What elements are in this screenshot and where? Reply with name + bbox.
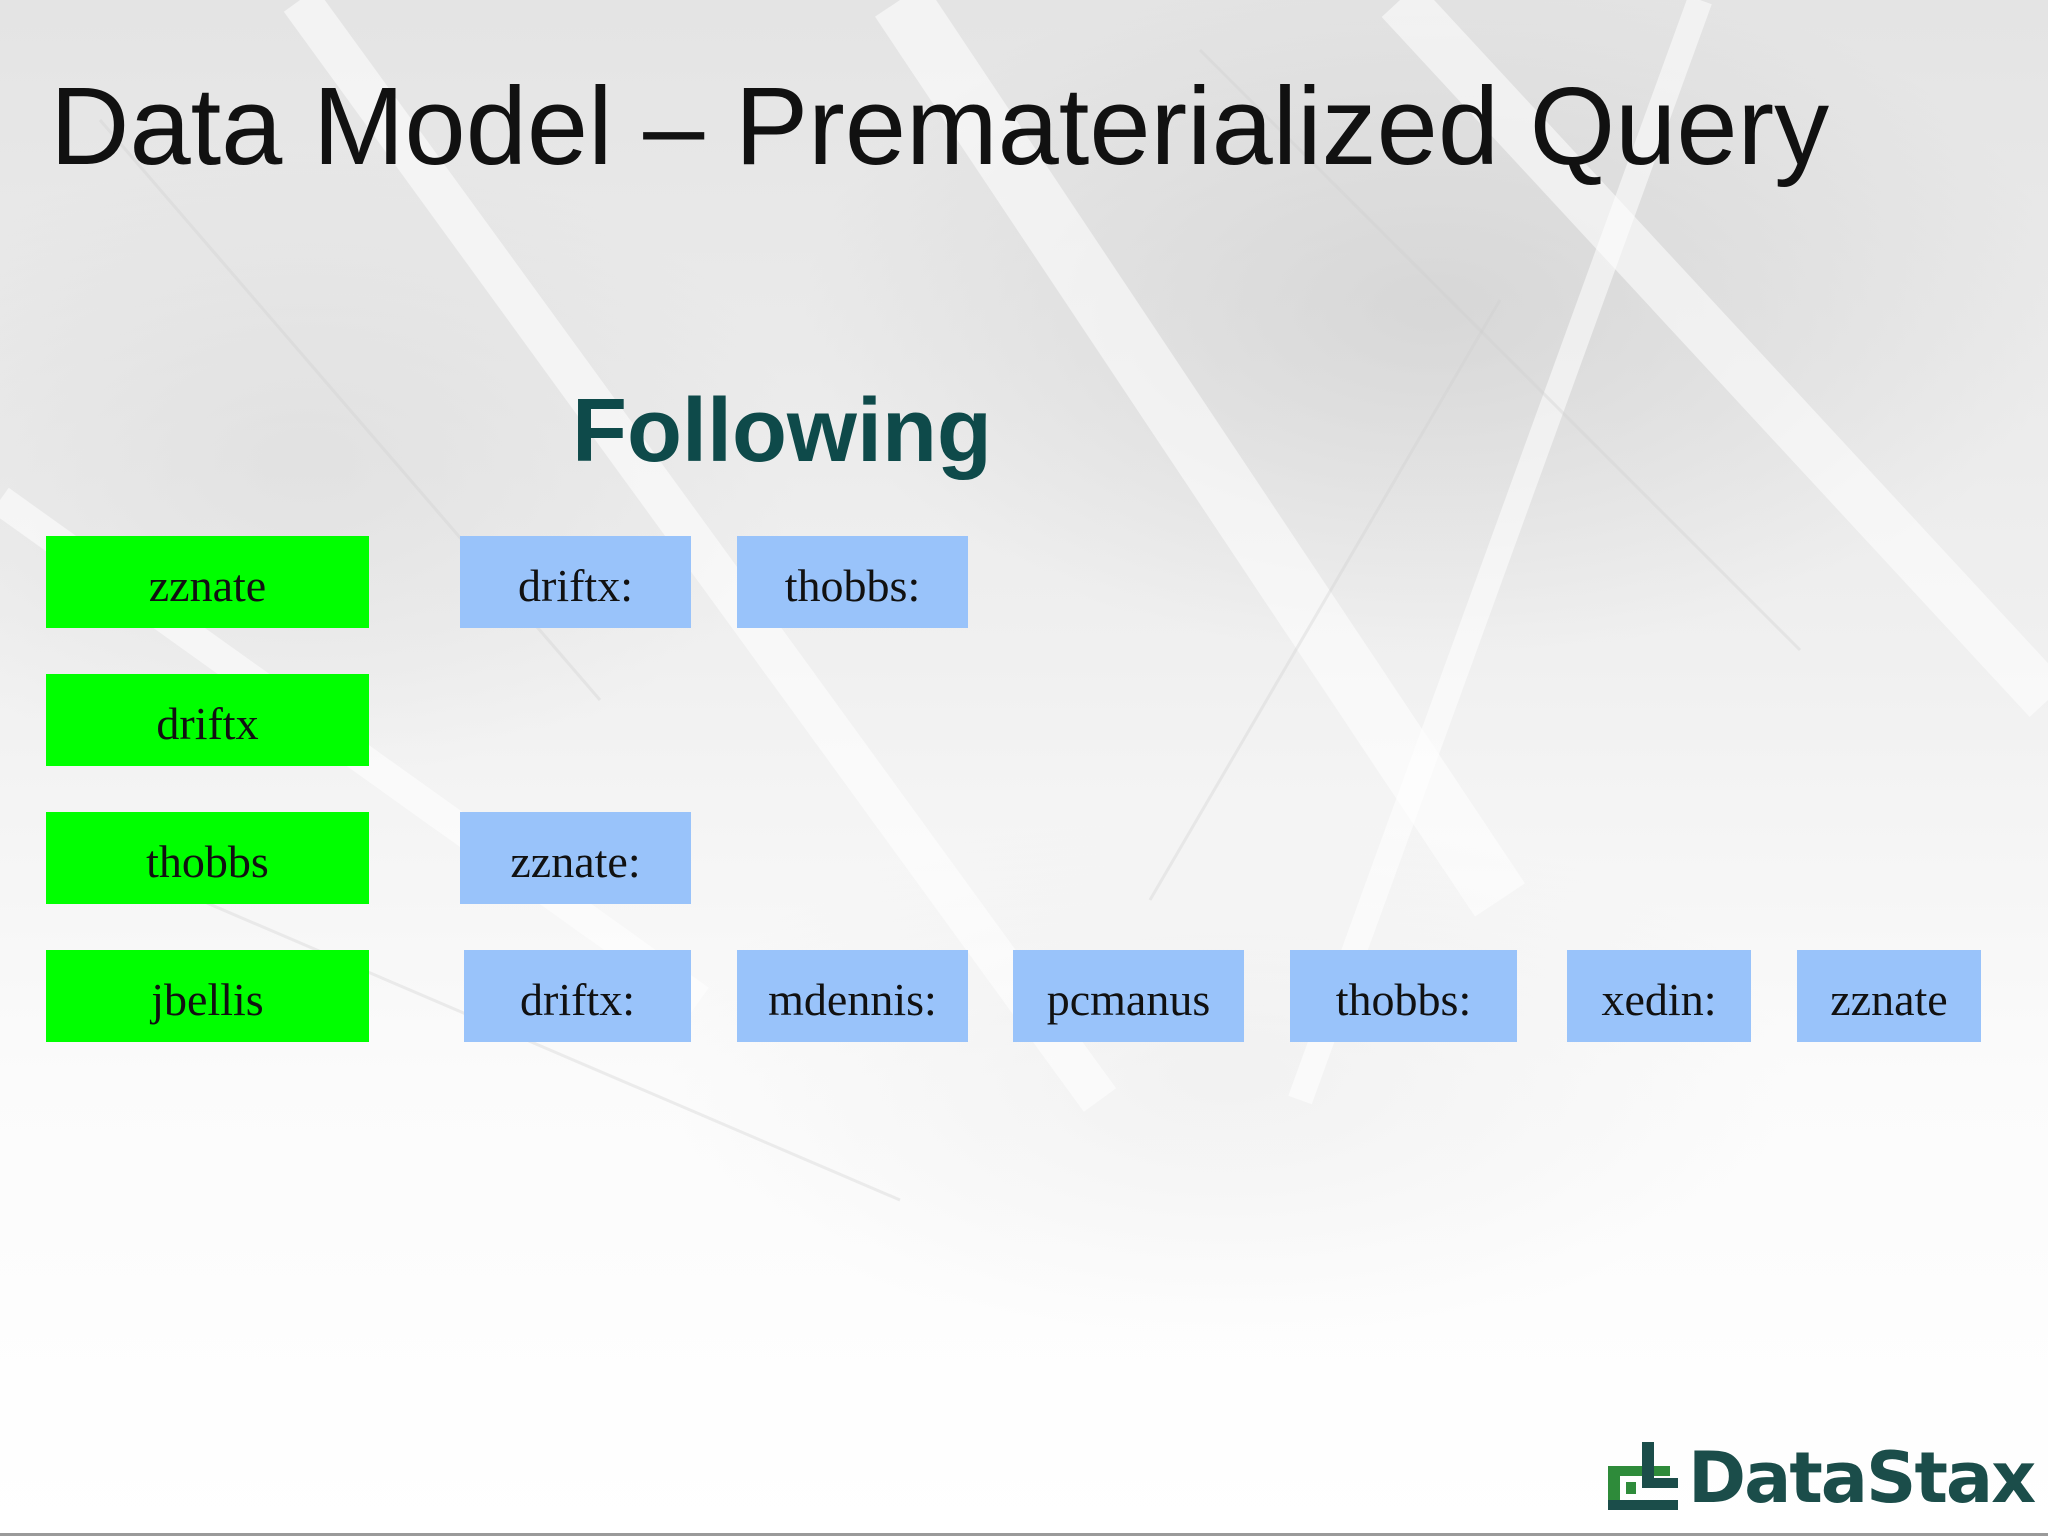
column-cell: zznate: [460,812,691,904]
column-cell: thobbs: [1290,950,1517,1042]
datastax-logo-icon [1608,1442,1678,1510]
column-cell: thobbs: [737,536,968,628]
slide-title: Data Model – Premateri­alized Query [50,65,1830,188]
datastax-logo: DataStax [1604,1436,2036,1520]
row-key-driftx: driftx [46,674,369,766]
column-cell: driftx: [460,536,691,628]
bottom-border [0,1533,2048,1536]
section-heading: Following [572,381,992,481]
column-cell: mdennis: [737,950,968,1042]
row-key-jbellis: jbellis [46,950,369,1042]
column-cell: xedin: [1567,950,1751,1042]
row-key-thobbs: thobbs [46,812,369,904]
column-cell: pcmanus [1013,950,1244,1042]
row-key-zznate: zznate [46,536,369,628]
column-cell: zznate [1797,950,1981,1042]
logo-wordmark: DataStax [1688,1437,2036,1519]
column-cell: driftx: [464,950,691,1042]
